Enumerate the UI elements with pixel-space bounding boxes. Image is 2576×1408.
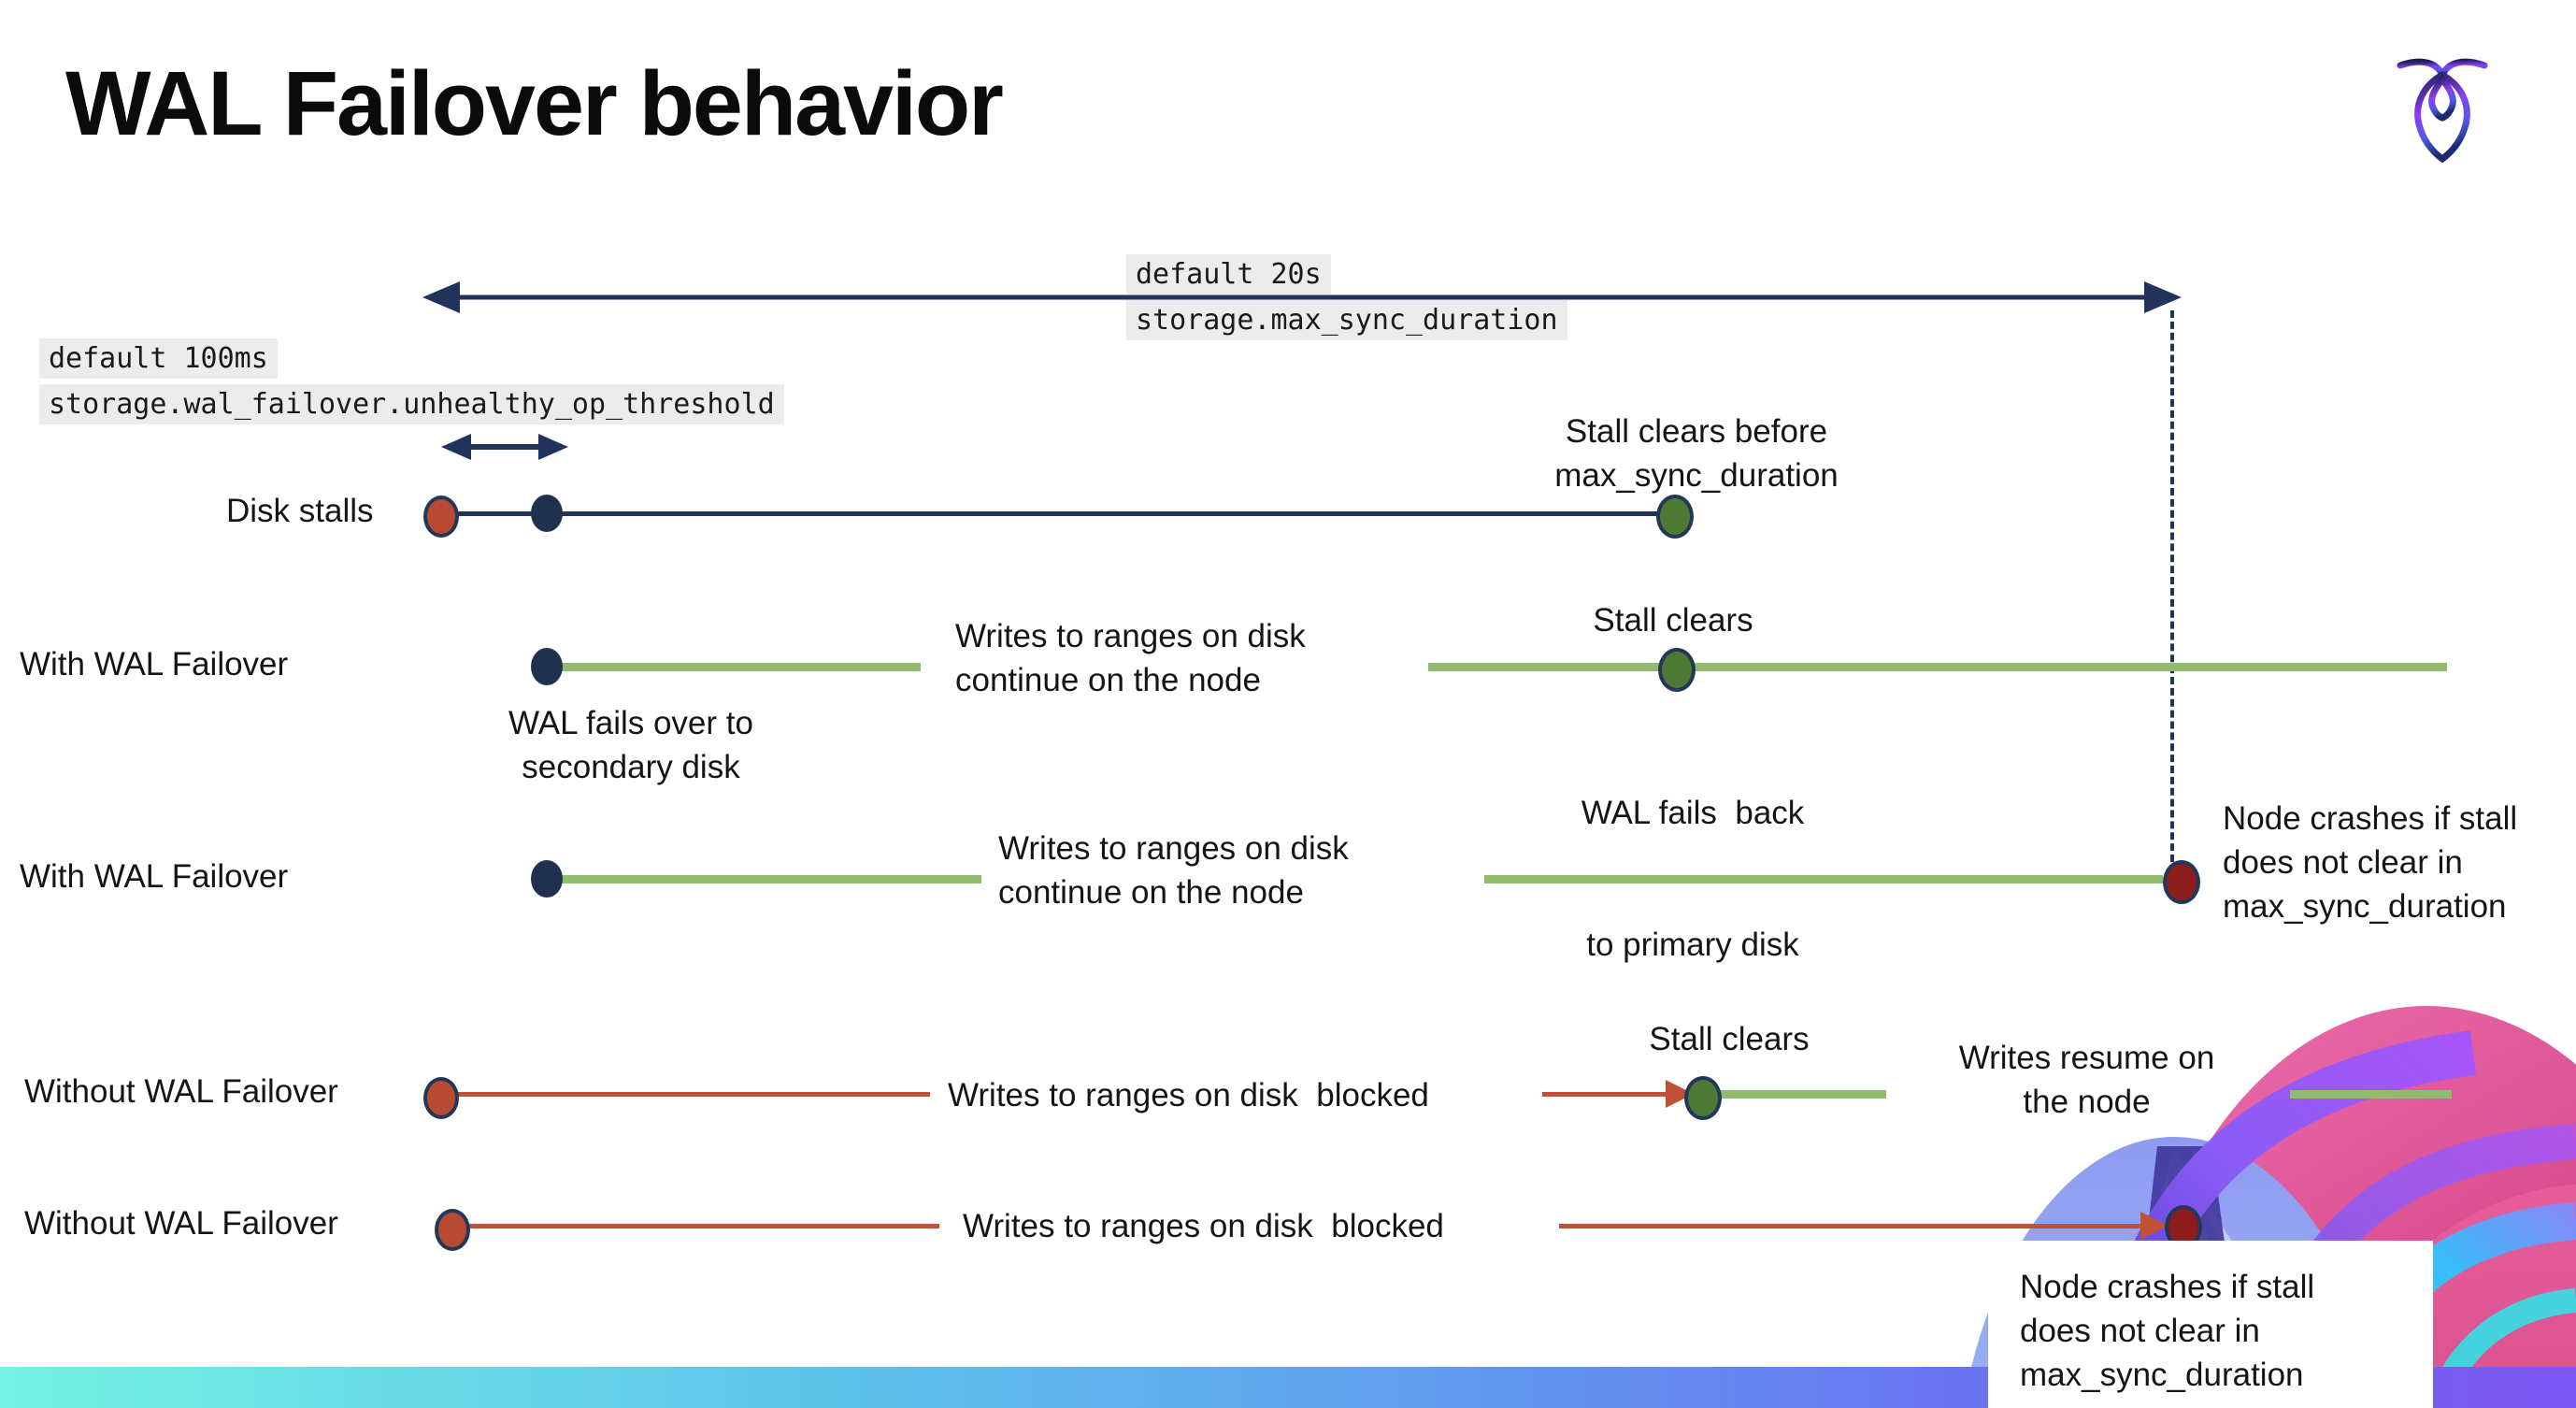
stall-clears-dot bbox=[1658, 648, 1696, 692]
stall-clears-before-note: Stall clears before max_sync_duration bbox=[1496, 409, 1897, 497]
node-crash-card: Node crashes if stall does not clear in … bbox=[1988, 1241, 2433, 1408]
writes-continue-line bbox=[556, 663, 921, 671]
writes-continue-note: Writes to ranges on disk continue on the… bbox=[998, 826, 1349, 914]
disk-stall-start-dot bbox=[423, 1077, 459, 1119]
page-title: WAL Failover behavior bbox=[65, 52, 1004, 154]
note-line: WAL fails over to bbox=[508, 705, 753, 741]
threshold-reached-dot bbox=[531, 495, 563, 532]
max-sync-setting-name: storage.max_sync_duration bbox=[1126, 300, 1567, 340]
note-line: Node crashes if stall bbox=[2223, 800, 2518, 837]
note-line: Writes to ranges on disk bbox=[998, 830, 1349, 867]
stall-clears-note: Stall clears bbox=[1593, 602, 1753, 639]
note-line: WAL fails back bbox=[1581, 795, 1805, 831]
failover-note: WAL fails over to secondary disk bbox=[481, 701, 780, 789]
max-sync-duration-callout: default 20s storage.max_sync_duration bbox=[1126, 254, 1567, 340]
disk-stall-start-dot bbox=[423, 496, 459, 538]
disk-stall-start-dot bbox=[435, 1209, 470, 1251]
writes-blocked-arrow-line bbox=[1559, 1224, 2148, 1228]
note-line: max_sync_duration bbox=[1554, 457, 1839, 494]
row-label-without-wal-failover-2: Without WAL Failover bbox=[24, 1205, 338, 1242]
writes-resume-note: Writes resume on the node bbox=[1925, 1036, 2248, 1124]
failover-dot bbox=[531, 648, 563, 685]
note-line: max_sync_duration bbox=[2223, 888, 2507, 925]
unhealthy-op-default-label: default 100ms bbox=[39, 338, 278, 379]
note-line: Stall clears before bbox=[1565, 413, 1828, 450]
row-label-with-wal-failover-1: With WAL Failover bbox=[20, 646, 289, 682]
cockroachdb-logo-icon bbox=[2396, 45, 2489, 168]
failover-dot bbox=[531, 860, 563, 898]
node-crash-note: Node crashes if stall does not clear in … bbox=[2223, 797, 2576, 928]
writes-resume-line bbox=[1715, 1090, 1886, 1099]
unhealthy-op-threshold-callout: default 100ms storage.wal_failover.unhea… bbox=[39, 338, 784, 424]
note-line: continue on the node bbox=[998, 874, 1304, 911]
writes-blocked-line bbox=[449, 1092, 930, 1097]
node-crash-dot bbox=[2163, 860, 2200, 904]
writes-blocked-arrowhead bbox=[2140, 1212, 2168, 1240]
note-line: to primary disk bbox=[1586, 927, 1799, 963]
note-line: does not clear in bbox=[2020, 1313, 2260, 1349]
writes-blocked-note: Writes to ranges on disk blocked bbox=[948, 1077, 1429, 1113]
writes-continue-line bbox=[1484, 875, 2163, 884]
note-line: Writes resume on bbox=[1958, 1040, 2215, 1076]
max-sync-deadline-dashed-line bbox=[2170, 310, 2174, 862]
note-line: Writes to ranges on disk bbox=[955, 618, 1306, 654]
note-line: Node crashes if stall bbox=[2020, 1269, 2315, 1305]
stall-clears-dot bbox=[1684, 1076, 1722, 1120]
note-line: the node bbox=[2023, 1084, 2151, 1120]
max-sync-default-label: default 20s bbox=[1126, 254, 1331, 295]
row-label-without-wal-failover-1: Without WAL Failover bbox=[24, 1073, 338, 1110]
note-line: continue on the node bbox=[955, 662, 1261, 698]
writes-continue-line bbox=[556, 875, 981, 884]
failback-note: WAL fails back to primary disk bbox=[1557, 703, 1828, 1055]
writes-resume-line bbox=[2290, 1090, 2452, 1099]
note-line: does not clear in bbox=[2223, 844, 2463, 881]
note-line: max_sync_duration bbox=[2020, 1357, 2304, 1393]
writes-continue-line bbox=[1428, 663, 2447, 671]
disk-stalls-timeline bbox=[437, 511, 1673, 516]
node-crash-note: Node crashes if stall does not clear in … bbox=[1988, 1241, 2433, 1397]
writes-blocked-arrow-line bbox=[1542, 1092, 1673, 1097]
stall-clears-note: Stall clears bbox=[1649, 1021, 1810, 1057]
row-label-disk-stalls: Disk stalls bbox=[226, 493, 374, 529]
writes-blocked-line bbox=[461, 1224, 939, 1228]
unhealthy-op-threshold-arrow bbox=[439, 428, 570, 466]
note-line: secondary disk bbox=[522, 749, 740, 785]
stall-clears-dot bbox=[1656, 495, 1694, 539]
unhealthy-op-setting-name: storage.wal_failover.unhealthy_op_thresh… bbox=[39, 384, 784, 424]
writes-continue-note: Writes to ranges on disk continue on the… bbox=[955, 614, 1306, 702]
row-label-with-wal-failover-2: With WAL Failover bbox=[20, 858, 289, 895]
writes-blocked-note: Writes to ranges on disk blocked bbox=[963, 1208, 1444, 1244]
max-sync-duration-arrow bbox=[421, 277, 2183, 318]
